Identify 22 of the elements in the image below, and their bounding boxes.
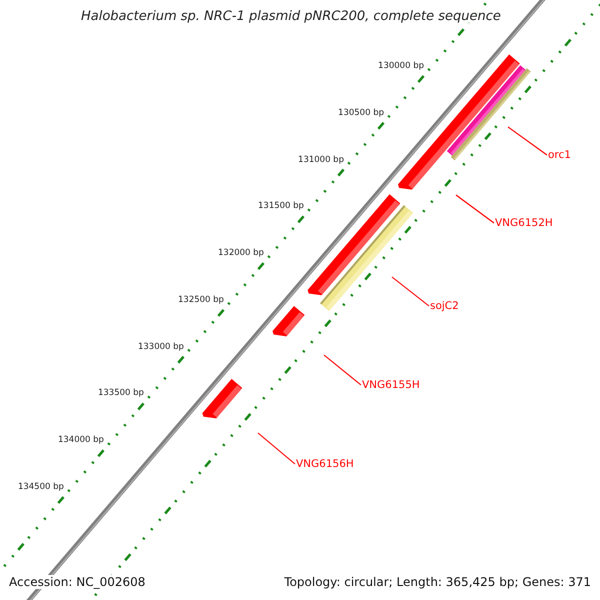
- gene-label: VNG6155H: [362, 378, 420, 392]
- leader-line: [508, 126, 548, 156]
- leader-line: [456, 194, 494, 224]
- tick-label: 131000 bp: [298, 154, 344, 165]
- tick-label: 132000 bp: [218, 248, 264, 258]
- tick-label: 133500 bp: [98, 388, 144, 398]
- gene-label: orc1: [548, 148, 571, 162]
- tick-label: 130000 bp: [378, 61, 424, 71]
- gene-label: VNG6156H: [296, 457, 354, 471]
- leader-line: [392, 276, 430, 306]
- summary-text: Topology: circular; Length: 365,425 bp; Genes: 371: [282, 575, 593, 589]
- tick-label: 134500 bp: [18, 482, 64, 492]
- tick-label: 132500 bp: [178, 294, 224, 305]
- accession-text: Accession: NC_002608: [7, 575, 148, 589]
- gene-label: sojC2: [430, 299, 459, 313]
- leader-line: [324, 354, 362, 386]
- tick-label: 131500 bp: [258, 201, 304, 212]
- tick-label: 134000 bp: [58, 435, 104, 446]
- tick-label: 133000 bp: [138, 342, 184, 352]
- tick-label: 130500 bp: [338, 108, 384, 118]
- leader-line: [258, 432, 296, 464]
- gene-label: VNG6152H: [495, 216, 553, 230]
